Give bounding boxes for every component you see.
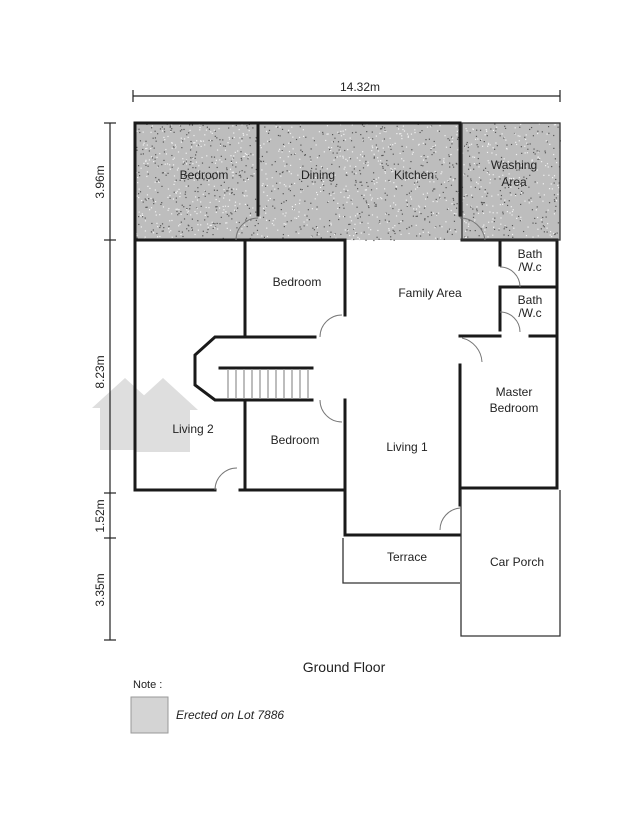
room-car-porch: Car Porch <box>490 555 544 569</box>
room-family-area: Family Area <box>398 286 462 300</box>
legend-swatch <box>130 696 169 734</box>
room-master-bedroom-line1: Master <box>496 385 533 399</box>
room-bedroom-lower: Bedroom <box>271 433 320 447</box>
legend-note-label: Note : <box>133 679 162 691</box>
room-living-1: Living 1 <box>386 440 428 454</box>
room-bath-2-line1: Bath <box>518 293 543 307</box>
width-dimension: 14.32m <box>340 80 380 94</box>
room-bedroom-top: Bedroom <box>180 168 229 182</box>
floor-title: Ground Floor <box>303 659 386 675</box>
room-washing-area-line2: Area <box>501 175 527 189</box>
room-washing-area-line1: Washing <box>491 158 537 172</box>
room-kitchen: Kitchen <box>394 168 434 182</box>
staircase-treads <box>227 369 309 399</box>
dimension-lines <box>104 90 561 641</box>
door-swings <box>214 217 521 531</box>
walls <box>133 121 559 537</box>
shaded-lot-area <box>135 123 561 242</box>
room-living-2: Living 2 <box>172 422 214 436</box>
height-dimension-2: 8.23m <box>93 355 107 388</box>
room-dining: Dining <box>301 168 335 182</box>
legend-item: Erected on Lot 7886 <box>176 708 284 722</box>
height-dimension-4: 3.35m <box>93 573 107 606</box>
room-master-bedroom-line2: Bedroom <box>490 401 539 415</box>
room-bath-1-line2: /W.c <box>518 260 541 274</box>
room-bedroom-upper: Bedroom <box>273 275 322 289</box>
height-dimension-3: 1.52m <box>93 499 107 532</box>
thin-lines <box>227 122 561 637</box>
room-terrace: Terrace <box>387 550 427 564</box>
room-bath-2-line2: /W.c <box>518 306 541 320</box>
watermark-house-icon <box>92 378 198 452</box>
room-bath-1-line1: Bath <box>518 247 543 261</box>
height-dimension-1: 3.96m <box>93 165 107 198</box>
